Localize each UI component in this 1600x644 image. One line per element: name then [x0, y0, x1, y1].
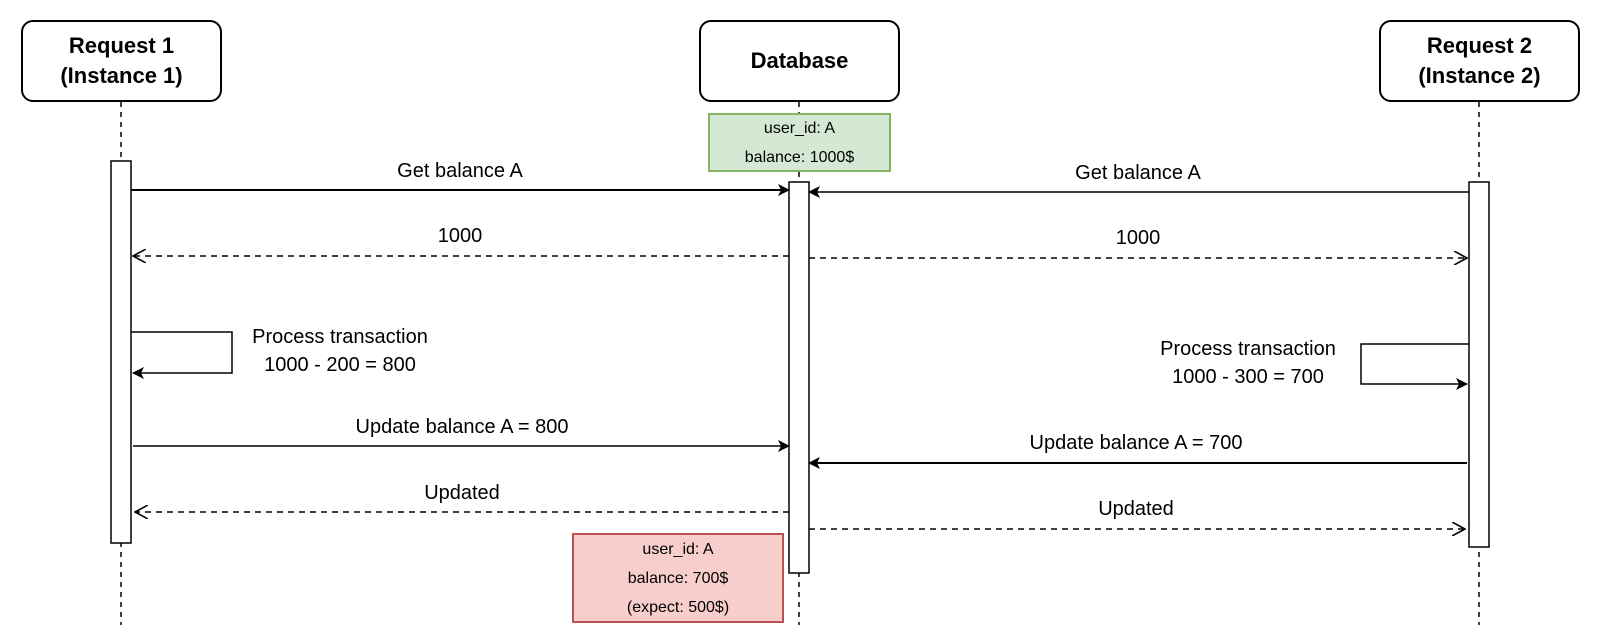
r2-return-label: 1000: [1115, 227, 1161, 249]
r1-return-label: 1000: [437, 225, 483, 247]
r2-updated-label: Updated: [1098, 498, 1174, 520]
r2-process-line1: Process transaction: [1160, 338, 1336, 360]
participant-request-2-line2: (Instance 2): [1418, 63, 1541, 88]
r2-process-line2: 1000 - 300 = 700: [1172, 366, 1324, 388]
r2-get-label: Get balance A: [1075, 162, 1201, 184]
participant-request-1: Request 1 (Instance 1): [21, 20, 222, 102]
participant-database-label: Database: [750, 48, 849, 73]
r2-update-label: Update balance A = 700: [1029, 432, 1243, 454]
note-final-line2: balance: 700$: [627, 569, 729, 587]
r1-process-label: Process transaction 1000 - 200 = 800: [252, 323, 428, 379]
activation-database: [788, 181, 810, 574]
participant-database: Database: [699, 20, 900, 102]
note-final-balance: user_id: A balance: 700$ (expect: 500$): [572, 533, 784, 623]
note-initial-balance: user_id: A balance: 1000$: [708, 113, 891, 172]
participant-request-2-line1: Request 2: [1426, 33, 1533, 58]
activation-request-2: [1468, 181, 1490, 548]
r1-updated-label: Updated: [424, 482, 500, 504]
note-initial-line1: user_id: A: [763, 119, 836, 137]
r2-process-label: Process transaction 1000 - 300 = 700: [1160, 335, 1336, 391]
note-final-line3: (expect: 500$): [626, 598, 730, 616]
activation-request-1: [110, 160, 132, 544]
r2-process-self-arrow: [1360, 343, 1469, 390]
r1-process-line1: Process transaction: [252, 326, 428, 348]
participant-request-1-line1: Request 1: [68, 33, 175, 58]
participant-request-1-line2: (Instance 1): [60, 63, 183, 88]
note-final-line1: user_id: A: [642, 540, 714, 558]
r1-process-self-arrow: [131, 331, 233, 379]
participant-request-2: Request 2 (Instance 2): [1379, 20, 1580, 102]
note-initial-line2: balance: 1000$: [744, 148, 855, 166]
r1-get-label: Get balance A: [397, 160, 523, 182]
r1-update-label: Update balance A = 800: [355, 416, 569, 438]
r1-process-line2: 1000 - 200 = 800: [264, 354, 416, 376]
